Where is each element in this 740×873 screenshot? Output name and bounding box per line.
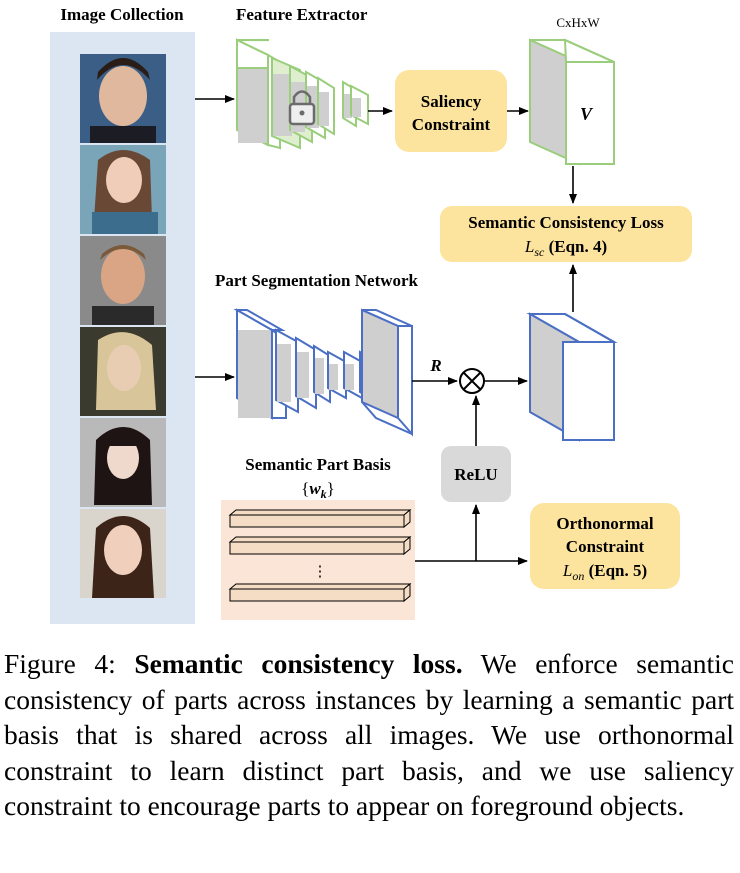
basis-vector <box>228 582 412 603</box>
portrait-image <box>80 509 166 598</box>
relu-label: ReLU <box>454 465 497 484</box>
portrait-image <box>80 236 166 325</box>
caption-body: We enforce seman­tic consistency of part… <box>4 648 734 821</box>
feature-volume-v <box>529 38 615 166</box>
r-label: R <box>429 356 441 375</box>
portrait-image <box>80 54 166 143</box>
relu-box <box>441 446 511 502</box>
figure-caption: Figure 4: Semantic consistency loss. We … <box>4 646 734 824</box>
arrows <box>195 95 577 565</box>
semantic-loss-formula: Lsc (Eqn. 4) <box>524 237 607 259</box>
orthonormal-line1: Orthonormal <box>556 514 654 533</box>
semantic-loss-title: Semantic Consistency Loss <box>468 213 664 232</box>
saliency-constraint-box <box>395 70 507 152</box>
portrait-image <box>80 418 166 507</box>
portrait-image <box>80 327 166 416</box>
basis-ellipsis: ⋮ <box>313 564 328 580</box>
image-thumbnails <box>80 54 166 598</box>
diagram: Image Collection <box>50 5 692 624</box>
basis-vector <box>228 508 412 529</box>
feature-extractor-network <box>236 38 369 150</box>
basis-vector <box>228 535 412 556</box>
saliency-constraint-line2: Constraint <box>412 115 491 134</box>
basis-vectors <box>228 508 412 603</box>
orthonormal-constraint-box <box>530 503 680 589</box>
feature-extractor-label: Feature Extractor <box>236 5 368 24</box>
semantic-part-basis-label: Semantic Part Basis <box>245 455 391 474</box>
caption-title: Semantic consistency loss. <box>134 648 463 679</box>
dims-label: CxHxW <box>556 15 600 30</box>
part-segmentation-network <box>233 308 413 437</box>
basis-symbol: {wk} <box>301 479 335 501</box>
orthonormal-formula: Lon (Eqn. 5) <box>562 561 647 583</box>
semantic-loss-box <box>440 206 692 262</box>
multiply-icon <box>459 368 485 394</box>
orthonormal-line2: Constraint <box>566 537 645 556</box>
caption-prefix: Figure 4: <box>4 648 135 679</box>
v-label: V <box>580 104 594 124</box>
image-collection-label: Image Collection <box>60 5 184 24</box>
saliency-constraint-line1: Saliency <box>421 92 482 111</box>
part-segmentation-label: Part Segmentation Network <box>215 271 419 290</box>
lock-icon <box>288 90 316 126</box>
part-response-volume <box>526 312 618 442</box>
portrait-image <box>80 145 166 234</box>
